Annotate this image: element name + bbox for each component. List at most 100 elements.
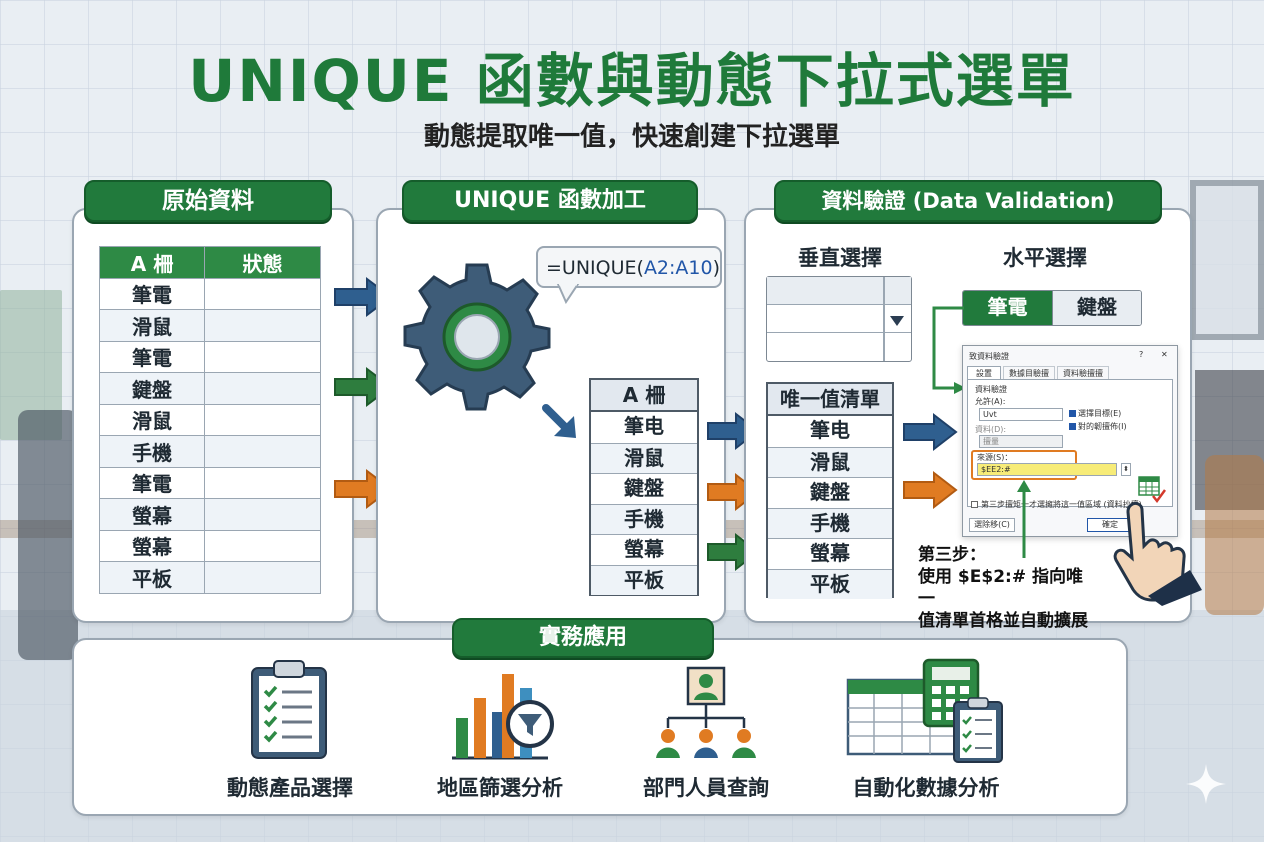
raw-data-table: A 柵 狀態 筆電 滑鼠 筆電 鍵盤 滑鼠 手機 筆電 螢幕 螢幕 平板 bbox=[99, 246, 321, 594]
source-input[interactable]: $EE2:# bbox=[977, 463, 1117, 476]
close-icon[interactable]: ✕ bbox=[1161, 350, 1168, 359]
dropdown-row bbox=[767, 305, 911, 333]
allow-select[interactable]: Uvt bbox=[979, 408, 1063, 421]
checkbox-checked-icon bbox=[1069, 423, 1076, 430]
background-monitor bbox=[1190, 180, 1264, 340]
raw-status-cell bbox=[204, 435, 321, 468]
application-label: 動態產品選擇 bbox=[227, 776, 353, 800]
unique-label: UNIQUE 函數加工 bbox=[402, 180, 698, 222]
raw-cell: 筆電 bbox=[99, 340, 205, 373]
validation-label: 資料驗證 (Data Validation) bbox=[774, 180, 1162, 222]
raw-cell: 平板 bbox=[99, 561, 205, 594]
raw-status-cell bbox=[204, 277, 321, 310]
raw-cell: 筆電 bbox=[99, 466, 205, 499]
dialog-title: 致資料驗證 bbox=[969, 352, 1009, 361]
raw-cell: 筆電 bbox=[99, 277, 205, 310]
checkbox-unchecked-icon bbox=[971, 501, 978, 508]
raw-status-cell bbox=[204, 466, 321, 499]
step-note-line3: 值清單首格並自動擴展 bbox=[918, 611, 1088, 631]
dropdown-divider bbox=[883, 277, 885, 361]
list-item: 手機 bbox=[768, 507, 892, 538]
unique-result-row: 筆电 bbox=[624, 414, 664, 438]
raw-header-status: 狀態 bbox=[204, 246, 321, 279]
clear-all-button[interactable]: 選除移(C) bbox=[969, 518, 1015, 532]
unique-result-header: A 柵 bbox=[591, 380, 697, 412]
unique-result-row: 螢幕 bbox=[591, 534, 697, 565]
vertical-select-label: 垂直選擇 bbox=[798, 246, 882, 270]
unique-list: 唯一值清單 筆电 滑鼠 鍵盤 手機 螢幕 平板 bbox=[766, 382, 894, 599]
help-icon[interactable]: ? bbox=[1139, 350, 1144, 359]
arrow-down-right-icon bbox=[542, 404, 576, 438]
raw-status-cell bbox=[204, 372, 321, 405]
clipboard-checklist-icon bbox=[251, 660, 327, 759]
tab-settings[interactable]: 設置 bbox=[967, 366, 1001, 380]
horizontal-option-selected[interactable]: 筆電 bbox=[963, 291, 1052, 325]
page-title: UNIQUE 函數與動態下拉式選單 bbox=[188, 47, 1076, 115]
background-chair-right bbox=[1205, 455, 1264, 615]
range-select-icon[interactable]: ⬍ bbox=[1121, 463, 1131, 476]
data-select[interactable]: 擅量 bbox=[979, 435, 1063, 448]
table-row: 筆電 bbox=[99, 277, 321, 310]
chevron-down-icon[interactable] bbox=[889, 315, 905, 327]
table-row: 筆電 bbox=[99, 340, 321, 373]
gear-icon bbox=[403, 263, 551, 411]
apply-all-checkbox[interactable]: 第三步擅矩一才選擁將這一值區域 (資料抄擅) bbox=[971, 499, 1142, 510]
formula-suffix: ) bbox=[712, 257, 721, 279]
unique-result-table: A 柵 筆电 滑鼠 鍵盤 手機 螢幕 平板 bbox=[589, 378, 699, 596]
list-item: 滑鼠 bbox=[768, 446, 892, 477]
raw-status-cell bbox=[204, 309, 321, 342]
in-cell-dropdown-checkbox[interactable]: 對的韌擅佈(I) bbox=[1069, 421, 1127, 432]
formula-range: A2:A10 bbox=[643, 257, 713, 279]
dialog-section-title: 資料驗證 bbox=[975, 385, 1007, 394]
allow-label: 允許(A): bbox=[975, 397, 1006, 406]
table-row: 鍵盤 bbox=[99, 372, 321, 405]
raw-status-cell bbox=[204, 498, 321, 531]
table-row: 手機 bbox=[99, 435, 321, 468]
speech-tail bbox=[556, 284, 580, 304]
data-label: 資料(D): bbox=[975, 425, 1007, 434]
horizontal-option[interactable]: 鍵盤 bbox=[1052, 291, 1141, 325]
spreadsheet-calculator-icon bbox=[846, 658, 1003, 763]
application-label: 地區篩選分析 bbox=[437, 776, 563, 800]
unique-result-row: 手機 bbox=[591, 503, 697, 534]
raw-status-cell bbox=[204, 561, 321, 594]
unique-result-row: 滑鼠 bbox=[591, 442, 697, 473]
raw-cell: 滑鼠 bbox=[99, 309, 205, 342]
step-note: 第三步： 使用 $E$2:# 指向唯一 值清單首格並自動擴展 bbox=[918, 544, 1098, 632]
unique-result-row: 平板 bbox=[591, 564, 697, 595]
hand-pointer-icon bbox=[1113, 501, 1202, 606]
raw-cell: 滑鼠 bbox=[99, 403, 205, 436]
source-label: 來源(S)： bbox=[977, 453, 1013, 462]
application-label: 自動化數據分析 bbox=[852, 776, 1000, 800]
ignore-blank-checkbox[interactable]: 選擇目標(E) bbox=[1069, 408, 1121, 419]
table-row: 滑鼠 bbox=[99, 403, 321, 436]
raw-header-col-a: A 柵 bbox=[99, 246, 205, 279]
dialog-tabs: 設置 數據目驗擅 資料驗擅擅 bbox=[967, 366, 1109, 380]
step-note-line1: 第三步： bbox=[918, 545, 986, 565]
tab-input-message[interactable]: 數據目驗擅 bbox=[1003, 366, 1055, 380]
horizontal-select: 筆電 鍵盤 bbox=[962, 290, 1142, 326]
ok-button[interactable]: 確定 bbox=[1087, 518, 1133, 532]
org-chart-icon bbox=[656, 666, 756, 758]
table-row: 滑鼠 bbox=[99, 309, 321, 342]
list-item: 筆电 bbox=[810, 418, 850, 442]
bar-chart-filter-icon bbox=[452, 674, 554, 760]
raw-cell: 手機 bbox=[99, 435, 205, 468]
raw-cell: 鍵盤 bbox=[99, 372, 205, 405]
connector-line bbox=[932, 306, 966, 394]
table-row: 平板 bbox=[99, 561, 321, 594]
raw-status-cell bbox=[204, 340, 321, 373]
table-row: 螢幕 bbox=[99, 498, 321, 531]
arrow-right-icon bbox=[903, 412, 958, 452]
page-subtitle: 動態提取唯一值，快速創建下拉選單 bbox=[423, 122, 840, 152]
dropdown-row bbox=[767, 277, 911, 305]
applications-label: 實務應用 bbox=[452, 618, 714, 658]
formula-prefix: =UNIQUE( bbox=[546, 257, 644, 279]
unique-list-header: 唯一值清單 bbox=[768, 384, 892, 416]
raw-cell: 螢幕 bbox=[99, 498, 205, 531]
in-cell-dropdown-label: 對的韌擅佈(I) bbox=[1078, 422, 1127, 431]
background-chair bbox=[18, 410, 78, 660]
tab-error-alert[interactable]: 資料驗擅擅 bbox=[1057, 366, 1109, 380]
vertical-dropdown[interactable] bbox=[766, 276, 912, 362]
raw-status-cell bbox=[204, 403, 321, 436]
